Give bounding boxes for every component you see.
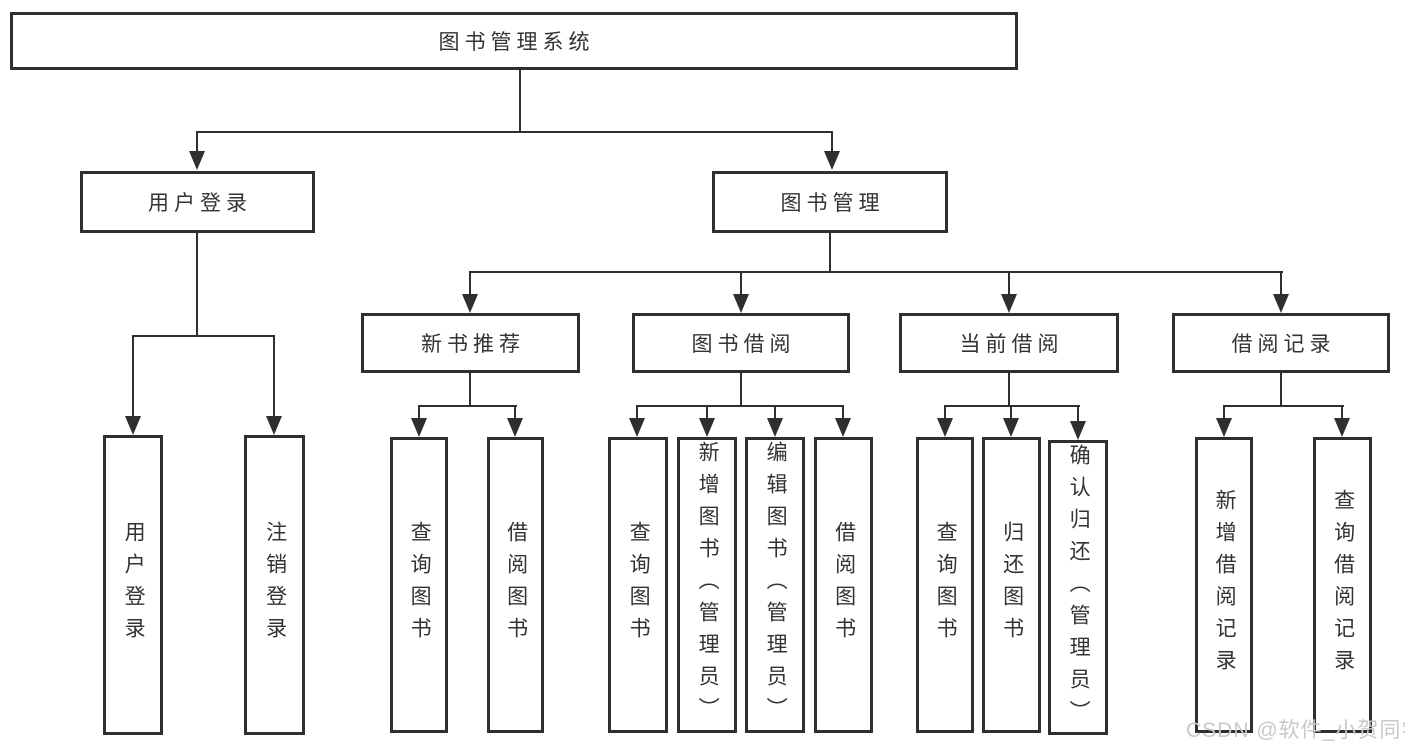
leaf-nb-query-books: 查询图书	[390, 437, 448, 733]
connector-stem-br-query	[1341, 405, 1343, 420]
leaf-cb-confirm-return-label: 确认归还（管理员）	[1067, 443, 1091, 732]
connector-borrow-record-branch	[1223, 405, 1344, 407]
connector-stem-leaf-logout	[273, 335, 275, 417]
arrow-nb-borrow	[507, 418, 523, 437]
connector-book-mgmt-trunk	[829, 233, 831, 273]
arrow-bb-borrow	[835, 418, 851, 437]
leaf-bb-query-books-label: 查询图书	[627, 521, 651, 649]
arrow-bb-add	[699, 418, 715, 437]
arrow-borrow-record	[1273, 294, 1289, 313]
leaf-logout-label: 注销登录	[263, 521, 287, 649]
leaf-nb-borrow-books-label: 借阅图书	[504, 521, 528, 649]
connector-borrow-record-trunk	[1280, 373, 1282, 407]
arrow-br-add	[1216, 418, 1232, 437]
node-new-book: 新书推荐	[361, 313, 580, 373]
connector-stem-bb-borrow	[842, 405, 844, 420]
csdn-watermark: CSDN @软件_小贺同学	[1186, 719, 1405, 742]
leaf-br-add-record-label: 新增借阅记录	[1213, 489, 1237, 681]
node-root-label: 图书管理系统	[438, 31, 595, 54]
connector-stem-current-borrow	[1008, 271, 1010, 297]
connector-stem-cb-confirm	[1077, 405, 1079, 423]
leaf-logout: 注销登录	[244, 435, 305, 735]
arrow-nb-query	[411, 418, 427, 437]
connector-stem-bb-edit	[774, 405, 776, 420]
connector-current-borrow-branch	[944, 405, 1080, 407]
connector-user-login-trunk	[196, 233, 198, 337]
leaf-bb-add-books-label: 新增图书（管理员）	[696, 441, 720, 729]
connector-level2-branch	[196, 131, 833, 133]
connector-stem-cb-return	[1010, 405, 1012, 420]
connector-current-borrow-trunk	[1008, 373, 1010, 407]
connector-stem-bb-add	[706, 405, 708, 420]
connector-stem-user-login	[196, 131, 198, 155]
leaf-cb-confirm-return: 确认归还（管理员）	[1048, 440, 1108, 735]
arrow-cb-confirm	[1070, 421, 1086, 440]
arrow-cb-query	[937, 418, 953, 437]
arrow-cb-return	[1003, 418, 1019, 437]
node-new-book-label: 新书推荐	[421, 333, 525, 356]
leaf-user-login: 用户登录	[103, 435, 163, 735]
connector-stem-cb-query	[944, 405, 946, 420]
node-current-borrow-label: 当前借阅	[959, 333, 1064, 356]
node-book-borrow: 图书借阅	[632, 313, 850, 373]
arrow-leaf-logout	[266, 416, 282, 435]
leaf-bb-borrow-books-label: 借阅图书	[832, 521, 856, 649]
leaf-bb-query-books: 查询图书	[608, 437, 668, 733]
connector-stem-br-add	[1223, 405, 1225, 420]
connector-book-borrow-trunk	[740, 373, 742, 407]
node-user-login-label: 用户登录	[148, 192, 252, 215]
connector-new-book-branch	[418, 405, 517, 407]
arrow-bb-query	[629, 418, 645, 437]
leaf-cb-query-books: 查询图书	[916, 437, 974, 733]
connector-stem-book-borrow	[740, 271, 742, 297]
leaf-cb-return-books-label: 归还图书	[1000, 521, 1024, 649]
leaf-bb-edit-books-label: 编辑图书（管理员）	[764, 441, 788, 729]
leaf-nb-borrow-books: 借阅图书	[487, 437, 544, 733]
arrow-user-login	[189, 151, 205, 170]
connector-root-trunk	[519, 70, 521, 133]
arrow-book-borrow	[733, 294, 749, 313]
leaf-bb-add-books: 新增图书（管理员）	[677, 437, 737, 733]
node-root: 图书管理系统	[10, 12, 1018, 70]
arrow-bb-edit	[767, 418, 783, 437]
leaf-cb-query-books-label: 查询图书	[934, 521, 958, 649]
arrow-br-query	[1334, 418, 1350, 437]
node-book-mgmt: 图书管理	[712, 171, 948, 233]
connector-book-borrow-branch	[636, 405, 844, 407]
arrow-current-borrow	[1001, 294, 1017, 313]
arrow-leaf-user-login	[125, 416, 141, 435]
connector-stem-book-mgmt	[831, 131, 833, 155]
leaf-nb-query-books-label: 查询图书	[408, 521, 432, 649]
node-book-borrow-label: 图书借阅	[691, 333, 796, 356]
arrow-new-book	[462, 294, 478, 313]
leaf-user-login-label: 用户登录	[122, 521, 146, 649]
connector-stem-nb-query	[418, 405, 420, 420]
connector-level3-branch	[469, 271, 1283, 273]
node-current-borrow: 当前借阅	[899, 313, 1119, 373]
leaf-bb-borrow-books: 借阅图书	[814, 437, 873, 733]
leaf-br-query-record-label: 查询借阅记录	[1331, 489, 1355, 681]
connector-new-book-trunk	[469, 373, 471, 407]
leaf-bb-edit-books: 编辑图书（管理员）	[745, 437, 805, 733]
connector-stem-nb-borrow	[514, 405, 516, 420]
connector-stem-borrow-record	[1280, 271, 1282, 297]
leaf-cb-return-books: 归还图书	[982, 437, 1041, 733]
connector-stem-leaf-user-login	[132, 335, 134, 417]
arrow-book-mgmt	[824, 151, 840, 170]
leaf-br-add-record: 新增借阅记录	[1195, 437, 1253, 733]
connector-stem-new-book	[469, 271, 471, 297]
connector-user-login-branch	[132, 335, 275, 337]
node-borrow-record-label: 借阅记录	[1231, 333, 1336, 356]
leaf-br-query-record: 查询借阅记录	[1313, 437, 1372, 733]
connector-stem-bb-query	[636, 405, 638, 420]
node-borrow-record: 借阅记录	[1172, 313, 1390, 373]
node-book-mgmt-label: 图书管理	[780, 192, 885, 215]
node-user-login: 用户登录	[80, 171, 315, 233]
